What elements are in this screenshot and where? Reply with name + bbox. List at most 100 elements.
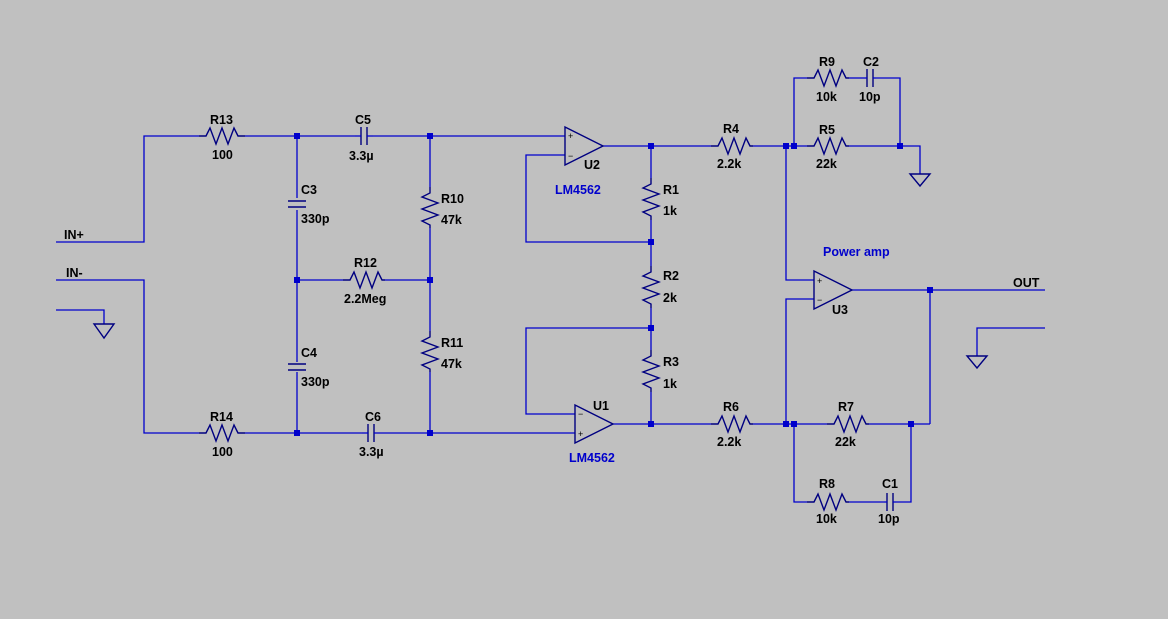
c1-ref: C1 xyxy=(882,477,898,491)
resistor-r14 xyxy=(199,423,245,443)
wire-gnd-left xyxy=(56,309,105,324)
c4-ref: C4 xyxy=(301,346,317,360)
opamp-u2: + − xyxy=(564,125,605,167)
r13-ref: R13 xyxy=(210,113,233,127)
r6-value: 2.2k xyxy=(717,435,741,449)
wire-in-minus xyxy=(56,279,199,434)
capacitor-c3 xyxy=(288,200,306,208)
r10-ref: R10 xyxy=(441,192,464,206)
r14-ref: R14 xyxy=(210,410,233,424)
capacitors xyxy=(288,69,896,511)
capacitor-c6 xyxy=(362,424,380,442)
r2-ref: R2 xyxy=(663,269,679,283)
r1-value: 1k xyxy=(663,204,677,218)
u3-plus-pin: + xyxy=(817,276,822,286)
u2-minus-pin: − xyxy=(568,151,573,161)
r8-value: 10k xyxy=(816,512,837,526)
r8-ref: R8 xyxy=(819,477,835,491)
capacitor-c1 xyxy=(884,493,896,511)
resistor-r7 xyxy=(827,414,869,434)
capacitor-c4 xyxy=(288,363,306,371)
r12-value: 2.2Meg xyxy=(344,292,386,306)
u2-model: LM4562 xyxy=(555,183,601,197)
c5-value: 3.3µ xyxy=(349,149,374,163)
u1-model: LM4562 xyxy=(569,451,615,465)
opamp-u1: − + xyxy=(574,403,615,445)
u1-minus-pin: − xyxy=(578,409,583,419)
ground-icon xyxy=(965,355,989,370)
resistor-r6 xyxy=(711,414,753,434)
resistor-r9 xyxy=(807,68,849,88)
wire-c2-right xyxy=(876,77,901,146)
capacitor-c5 xyxy=(355,127,373,145)
resistor-r12 xyxy=(343,270,385,290)
wire-c1-right xyxy=(896,424,912,503)
r9-ref: R9 xyxy=(819,55,835,69)
wire-r9-left xyxy=(793,77,807,146)
c1-value: 10p xyxy=(878,512,900,526)
r3-value: 1k xyxy=(663,377,677,391)
wire-gnd-top xyxy=(900,145,921,174)
resistor-r11 xyxy=(420,331,440,372)
grounds xyxy=(92,173,989,370)
r11-ref: R11 xyxy=(441,336,463,350)
r1-ref: R1 xyxy=(663,183,679,197)
r3-ref: R3 xyxy=(663,355,679,369)
r11-value: 47k xyxy=(441,357,462,371)
resistor-r10 xyxy=(420,187,440,228)
c2-value: 10p xyxy=(859,90,881,104)
labels: IN+ IN- OUT R13 100 R14 100 C5 3.3µ C6 3… xyxy=(64,55,1040,526)
wire-u3-plus xyxy=(785,146,814,281)
r12-ref: R12 xyxy=(354,256,377,270)
wire-r8-left xyxy=(793,424,807,503)
u1-ref: U1 xyxy=(593,399,609,413)
c6-ref: C6 xyxy=(365,410,381,424)
r4-ref: R4 xyxy=(723,122,739,136)
r13-value: 100 xyxy=(212,148,233,162)
r5-value: 22k xyxy=(816,157,837,171)
ground-icon xyxy=(908,173,932,188)
resistor-r1 xyxy=(641,178,661,220)
u2-ref: U2 xyxy=(584,158,600,172)
wires xyxy=(56,77,1045,503)
r6-ref: R6 xyxy=(723,400,739,414)
capacitor-c2 xyxy=(864,69,876,87)
r5-ref: R5 xyxy=(819,123,835,137)
r4-value: 2.2k xyxy=(717,157,741,171)
resistors xyxy=(199,68,869,512)
u3-model: Power amp xyxy=(823,245,890,259)
wire-in-plus xyxy=(56,135,199,243)
c3-value: 330p xyxy=(301,212,330,226)
c6-value: 3.3µ xyxy=(359,445,384,459)
net-label-in-minus: IN- xyxy=(66,266,83,280)
r14-value: 100 xyxy=(212,445,233,459)
resistor-r4 xyxy=(711,136,753,156)
wire-u3-minus xyxy=(785,298,814,424)
c5-ref: C5 xyxy=(355,113,371,127)
resistor-r8 xyxy=(807,492,849,512)
wire-u1-feedback xyxy=(525,327,651,415)
junctions xyxy=(294,133,933,436)
net-label-out: OUT xyxy=(1013,276,1040,290)
wire-u2-feedback xyxy=(525,154,651,243)
ground-icon xyxy=(92,323,116,340)
resistor-r13 xyxy=(199,126,245,146)
u1-plus-pin: + xyxy=(578,429,583,439)
u3-minus-pin: − xyxy=(817,295,822,305)
net-label-in-plus: IN+ xyxy=(64,228,84,242)
r2-value: 2k xyxy=(663,291,677,305)
resistor-r3 xyxy=(641,350,661,392)
c4-value: 330p xyxy=(301,375,330,389)
r7-value: 22k xyxy=(835,435,856,449)
r9-value: 10k xyxy=(816,90,837,104)
resistor-r2 xyxy=(641,266,661,308)
opamps: + − − + + − xyxy=(564,125,854,445)
resistor-r5 xyxy=(807,136,849,156)
u2-plus-pin: + xyxy=(568,131,573,141)
r10-value: 47k xyxy=(441,213,462,227)
opamp-u3: + − xyxy=(813,269,854,311)
c3-ref: C3 xyxy=(301,183,317,197)
c2-ref: C2 xyxy=(863,55,879,69)
r7-ref: R7 xyxy=(838,400,854,414)
